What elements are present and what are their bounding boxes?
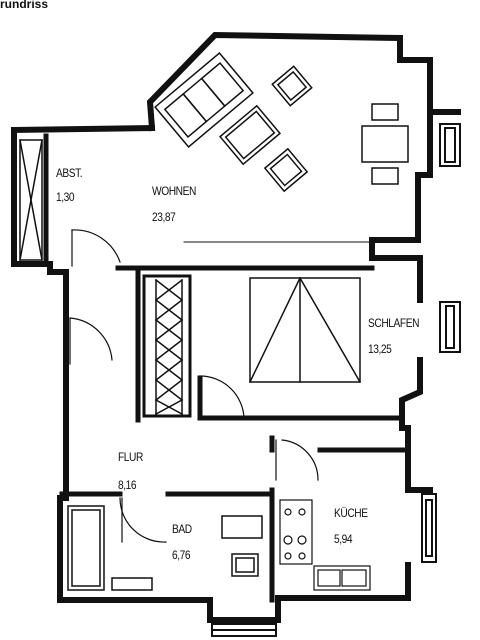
room-bad-name: BAD xyxy=(172,522,192,536)
armchair-bottom xyxy=(263,147,309,193)
room-kueche-name: KÜCHE xyxy=(334,506,368,520)
dining-table xyxy=(361,103,409,185)
window-frames xyxy=(211,123,461,637)
room-wohnen-name: WOHNEN xyxy=(152,184,196,198)
armchair-top xyxy=(271,65,313,107)
sofa xyxy=(154,52,254,148)
kitchen-counter xyxy=(313,565,371,591)
room-schlafen-name: SCHLAFEN xyxy=(368,316,420,330)
bathtub xyxy=(67,505,105,591)
room-abst-name: ABST. xyxy=(56,166,83,180)
doors xyxy=(69,229,319,543)
coffee-table xyxy=(218,104,282,166)
plan-title: rundriss xyxy=(0,0,49,11)
room-flur-name: FLUR xyxy=(118,450,143,464)
outer-walls xyxy=(10,31,461,623)
room-schlafen-area: 13,25 xyxy=(368,342,392,356)
bed xyxy=(183,241,373,384)
room-bad-area: 6,76 xyxy=(172,548,191,562)
room-abst-area: 1,30 xyxy=(56,190,75,204)
room-wohnen-area: 23,87 xyxy=(152,210,176,224)
stove xyxy=(279,499,313,565)
storage-shelf xyxy=(19,139,43,261)
room-flur-area: 8,16 xyxy=(118,478,137,492)
corridor-wardrobe xyxy=(142,274,192,418)
room-kueche-area: 5,94 xyxy=(334,532,353,546)
bathroom-fixtures xyxy=(111,515,263,591)
interior-walls xyxy=(43,133,408,603)
